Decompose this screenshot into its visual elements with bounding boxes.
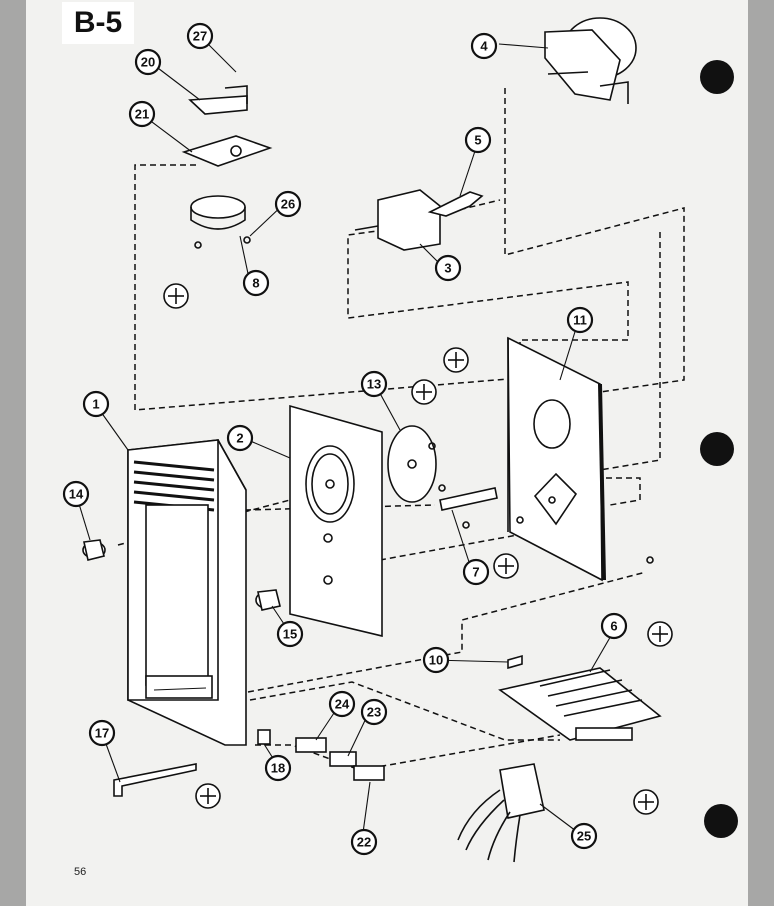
callout-circle bbox=[186, 22, 214, 50]
callout-circle bbox=[570, 822, 598, 850]
callout-number: 8 bbox=[252, 276, 259, 291]
callout-circle bbox=[88, 719, 116, 747]
dial-disc bbox=[387, 425, 437, 503]
callout-number: 1 bbox=[92, 397, 99, 412]
callout-14: 14 bbox=[62, 480, 90, 508]
callout-circle bbox=[82, 390, 110, 418]
front-cabinet bbox=[127, 439, 247, 746]
callout-circle bbox=[350, 828, 378, 856]
callout-number: 23 bbox=[367, 705, 381, 720]
shaft-part bbox=[428, 442, 654, 564]
callout-4: 4 bbox=[470, 32, 498, 60]
callout-13: 13 bbox=[360, 370, 388, 398]
bracket-assembly bbox=[181, 85, 273, 249]
callout-number: 2 bbox=[236, 431, 243, 446]
callout-circle bbox=[360, 698, 388, 726]
callout-circle bbox=[274, 190, 302, 218]
callout-number: 21 bbox=[135, 107, 149, 122]
callout-circle bbox=[360, 370, 388, 398]
callout-number: 5 bbox=[474, 133, 481, 148]
callout-number: 25 bbox=[577, 829, 591, 844]
callout-20: 20 bbox=[134, 48, 162, 76]
callout-6: 6 bbox=[600, 612, 628, 640]
scan-left-edge bbox=[0, 0, 26, 906]
callout-circle bbox=[600, 612, 628, 640]
wire-connector bbox=[457, 763, 545, 863]
callout-circle bbox=[470, 32, 498, 60]
knob-14 bbox=[82, 539, 106, 561]
callout-number: 17 bbox=[95, 726, 109, 741]
punch-hole bbox=[704, 804, 738, 838]
callout-number: 6 bbox=[610, 619, 617, 634]
callout-number: 18 bbox=[271, 761, 285, 776]
callout-3: 3 bbox=[434, 254, 462, 282]
callout-circle bbox=[276, 620, 304, 648]
callout-circle bbox=[226, 424, 254, 452]
callout-21: 21 bbox=[128, 100, 156, 128]
callout-number: 15 bbox=[283, 627, 297, 642]
callout-26: 26 bbox=[274, 190, 302, 218]
callout-5: 5 bbox=[464, 126, 492, 154]
callout-17: 17 bbox=[88, 719, 116, 747]
lever-17 bbox=[113, 763, 197, 797]
callout-7: 7 bbox=[462, 558, 490, 586]
callout-24: 24 bbox=[328, 690, 356, 718]
callout-circle bbox=[264, 754, 292, 782]
callout-number: 3 bbox=[444, 261, 451, 276]
callout-number: 4 bbox=[480, 39, 488, 54]
knob-15 bbox=[255, 589, 281, 611]
callout-22: 22 bbox=[350, 828, 378, 856]
callout-number: 7 bbox=[472, 565, 479, 580]
terminal-board bbox=[498, 654, 662, 741]
callout-1: 1 bbox=[82, 390, 110, 418]
callout-15: 15 bbox=[276, 620, 304, 648]
callout-number: 10 bbox=[429, 653, 443, 668]
clip-18 bbox=[257, 729, 271, 745]
sheet-label: B-5 bbox=[62, 2, 134, 44]
callout-10: 10 bbox=[422, 646, 450, 674]
page-number: 56 bbox=[74, 866, 87, 878]
callout-circle bbox=[462, 558, 490, 586]
callout-number: 20 bbox=[141, 55, 155, 70]
callout-number: 24 bbox=[335, 697, 350, 712]
callout-number: 14 bbox=[69, 487, 84, 502]
callout-number: 11 bbox=[573, 313, 587, 328]
callout-circle bbox=[566, 306, 594, 334]
chassis-plate bbox=[507, 336, 606, 582]
punch-hole bbox=[700, 432, 734, 466]
callout-number: 22 bbox=[357, 835, 371, 850]
callout-number: 27 bbox=[193, 29, 207, 44]
callout-2: 2 bbox=[226, 424, 254, 452]
assembly-guide-lines bbox=[117, 88, 685, 771]
callout-circle bbox=[242, 269, 270, 297]
switch-part bbox=[354, 189, 484, 251]
callout-circle bbox=[422, 646, 450, 674]
screw-symbols bbox=[163, 283, 673, 815]
punch-hole bbox=[700, 60, 734, 94]
callout-number: 26 bbox=[281, 197, 295, 212]
callout-8: 8 bbox=[242, 269, 270, 297]
callout-18: 18 bbox=[264, 754, 292, 782]
callout-25: 25 bbox=[570, 822, 598, 850]
terminal-blocks bbox=[295, 737, 385, 781]
motor-part bbox=[544, 17, 637, 104]
callout-circle bbox=[434, 254, 462, 282]
callout-circle bbox=[464, 126, 492, 154]
callout-circle bbox=[328, 690, 356, 718]
callout-circle bbox=[128, 100, 156, 128]
scan-right-edge bbox=[748, 0, 774, 906]
callout-11: 11 bbox=[566, 306, 594, 334]
callout-23: 23 bbox=[360, 698, 388, 726]
callout-27: 27 bbox=[186, 22, 214, 50]
callout-number: 13 bbox=[367, 377, 381, 392]
callout-circle bbox=[134, 48, 162, 76]
control-panel bbox=[289, 404, 383, 638]
callout-circle bbox=[62, 480, 90, 508]
